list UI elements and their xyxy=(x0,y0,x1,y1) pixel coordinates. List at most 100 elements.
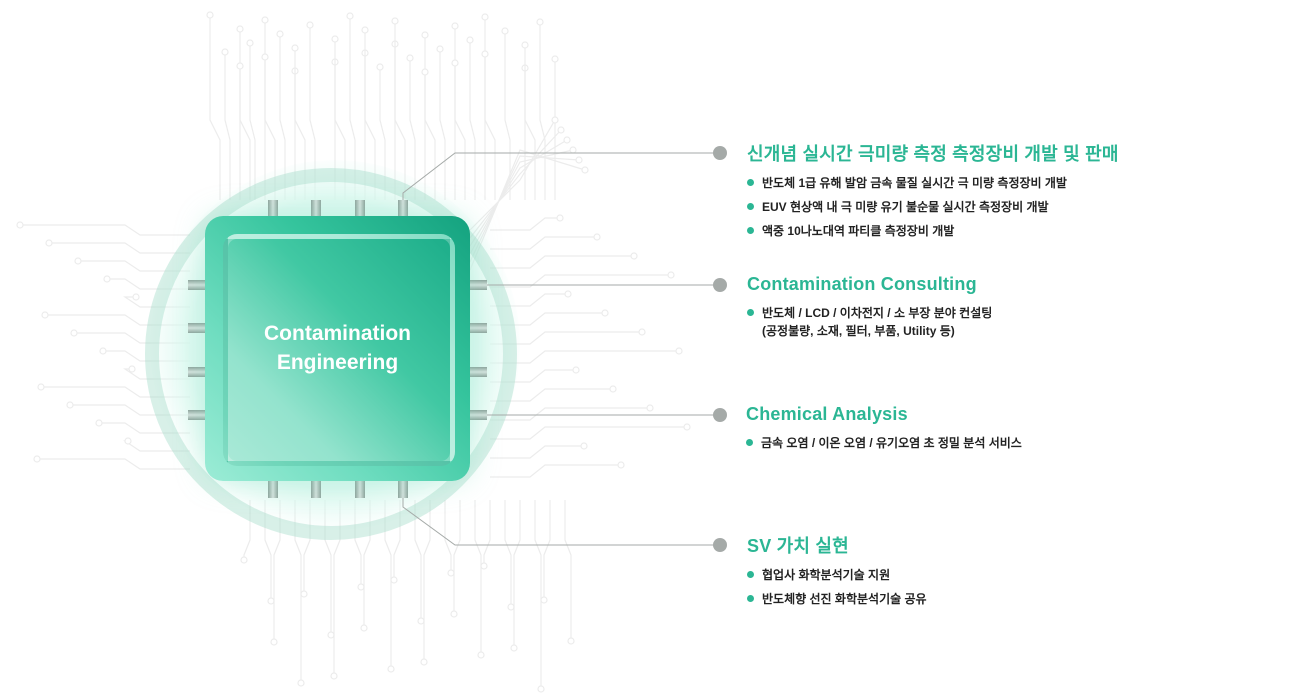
circuit-node xyxy=(521,41,529,49)
circuit-trace xyxy=(490,464,621,478)
circuit-node xyxy=(99,347,107,355)
circuit-trace xyxy=(539,22,546,200)
circuit-node xyxy=(420,658,428,666)
circuit-node xyxy=(417,617,425,625)
list-item: 액중 10나노대역 파티클 측정장비 개발 xyxy=(747,222,1119,240)
list-item: 반도체 / LCD / 이차전지 / 소 부장 분야 컨설팅 (공정불량, 소재… xyxy=(747,304,992,340)
circuit-node xyxy=(406,54,414,62)
circuit-node xyxy=(481,13,489,21)
circuit-node xyxy=(551,116,559,124)
bullet-list: 금속 오염 / 이온 오염 / 유기오염 초 정밀 분석 서비스 xyxy=(746,434,1022,452)
circuit-node xyxy=(451,59,459,67)
section-chemical-analysis: Chemical Analysis 금속 오염 / 이온 오염 / 유기오염 초… xyxy=(746,402,1022,458)
chip-pin-right xyxy=(465,280,487,290)
chip-core xyxy=(223,234,455,466)
chip-pin-right xyxy=(465,323,487,333)
circuit-node xyxy=(436,45,444,53)
circuit-node xyxy=(572,366,580,374)
circuit-trace xyxy=(249,43,256,200)
circuit-trace xyxy=(484,54,496,200)
circuit-node xyxy=(70,329,78,337)
circuit-node xyxy=(477,651,485,659)
circuit-node xyxy=(540,596,548,604)
circuit-node xyxy=(447,569,455,577)
circuit-node xyxy=(683,423,691,431)
chip: Contamination Engineering xyxy=(205,216,470,481)
bullet-list: 협업사 화학분석기술 지원 반도체향 선진 화학분석기술 공유 xyxy=(747,566,927,608)
circuit-node xyxy=(124,437,132,445)
circuit-node xyxy=(575,156,583,164)
chip-pin-bottom xyxy=(268,476,278,498)
circuit-trace xyxy=(454,63,466,200)
circuit-node xyxy=(132,293,140,301)
circuit-node xyxy=(297,679,305,687)
chip-pin-top xyxy=(398,200,408,222)
circuit-node xyxy=(236,62,244,70)
circuit-node xyxy=(246,39,254,47)
circuit-trace xyxy=(490,426,687,440)
circuit-node xyxy=(331,35,339,43)
circuit-trace xyxy=(49,242,190,254)
chip-title: Contamination Engineering xyxy=(205,319,470,377)
circuit-trace xyxy=(20,224,190,236)
chip-pin-left xyxy=(188,280,210,290)
circuit-node xyxy=(421,68,429,76)
circuit-trace xyxy=(474,500,482,655)
chip-pin-left xyxy=(188,367,210,377)
chip-title-line2: Engineering xyxy=(276,351,399,374)
circuit-node xyxy=(387,665,395,673)
chip-pin-top xyxy=(311,200,321,222)
circuit-node xyxy=(376,63,384,71)
circuit-node xyxy=(291,44,299,52)
connector-node-3 xyxy=(713,408,727,422)
circuit-trace xyxy=(534,500,542,689)
circuit-trace xyxy=(490,445,584,459)
list-item: 금속 오염 / 이온 오염 / 유기오염 초 정밀 분석 서비스 xyxy=(746,434,1022,452)
circuit-node xyxy=(580,442,588,450)
circuit-trace xyxy=(483,500,491,566)
section-title: 신개념 실시간 극미량 측정 측정장비 개발 및 판매 xyxy=(747,144,1119,164)
circuit-node xyxy=(306,21,314,29)
circuit-node xyxy=(206,11,214,19)
connector-node-2 xyxy=(713,278,727,292)
chip-pin-top xyxy=(355,200,365,222)
list-item: EUV 현상액 내 극 미량 유기 불순물 실시간 측정장비 개발 xyxy=(747,198,1119,216)
circuit-node xyxy=(391,17,399,25)
circuit-node xyxy=(617,461,625,469)
connector-node-4 xyxy=(713,538,727,552)
list-item: 반도체 1급 유해 발암 금속 물질 실시간 극 미량 측정장비 개발 xyxy=(747,174,1119,192)
circuit-trace xyxy=(453,500,461,614)
circuit-trace xyxy=(490,407,650,421)
circuit-node xyxy=(327,631,335,639)
chip-pin-bottom xyxy=(311,476,321,498)
chip-title-line1: Contamination xyxy=(264,322,411,345)
circuit-node xyxy=(556,214,564,222)
circuit-node xyxy=(236,25,244,33)
circuit-node xyxy=(551,55,559,63)
circuit-node xyxy=(267,597,275,605)
circuit-trace xyxy=(439,49,446,200)
circuit-trace xyxy=(239,66,251,200)
bullet-list: 반도체 / LCD / 이차전지 / 소 부장 분야 컨설팅 (공정불량, 소재… xyxy=(747,304,992,340)
circuit-node xyxy=(537,685,545,693)
circuit-node xyxy=(240,556,248,564)
circuit-node xyxy=(451,22,459,30)
circuit-node xyxy=(276,30,284,38)
circuit-trace xyxy=(37,458,190,470)
section-title: Contamination Consulting xyxy=(747,274,977,294)
circuit-node xyxy=(609,385,617,393)
circuit-node xyxy=(638,328,646,336)
section-sv-value: SV 가치 실현 협업사 화학분석기술 지원 반도체향 선진 화학분석기술 공유 xyxy=(747,534,927,614)
circuit-trace xyxy=(490,217,560,231)
section-title: SV 가치 실현 xyxy=(747,536,849,556)
chip-pin-bottom xyxy=(355,476,365,498)
section-contamination-consulting: Contamination Consulting 반도체 / LCD / 이차전… xyxy=(747,272,992,346)
circuit-node xyxy=(33,455,41,463)
circuit-trace xyxy=(469,40,476,200)
chip-pin-bottom xyxy=(398,476,408,498)
list-item-line1: 반도체 / LCD / 이차전지 / 소 부장 분야 컨설팅 xyxy=(762,306,993,320)
chip-pin-top xyxy=(268,200,278,222)
circuit-trace xyxy=(543,500,551,600)
circuit-node xyxy=(564,290,572,298)
circuit-trace xyxy=(444,500,452,573)
